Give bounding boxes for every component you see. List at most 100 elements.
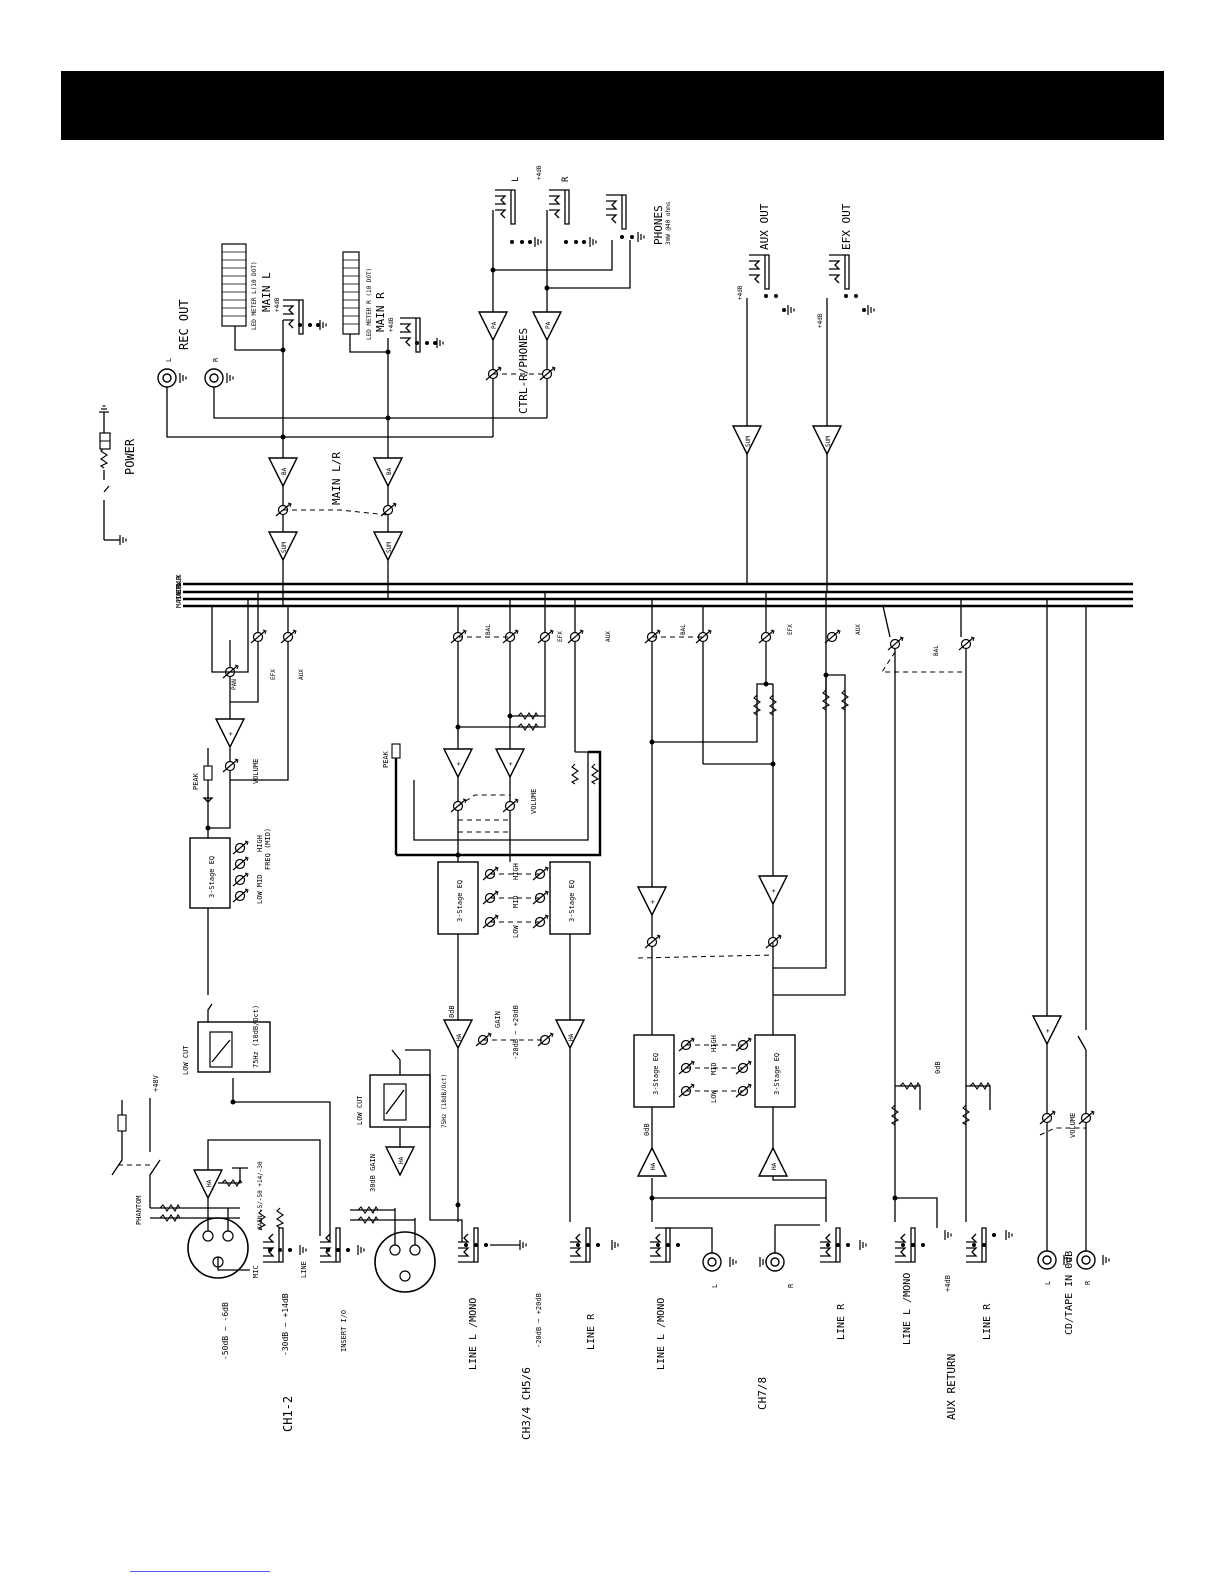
eq-low-ch78: LOW (710, 1090, 718, 1103)
ctrl-label: CTRL-R/PHONES (517, 328, 530, 414)
led-meter-l-label: LED METER L(10 DOT) (251, 261, 258, 330)
footer-link-underline (130, 1571, 270, 1572)
ha-label-ch34: HA (456, 1033, 463, 1041)
bus-lines (183, 582, 1133, 608)
sum-label-efx: SUM (825, 436, 832, 447)
main-r-level: +4dB (388, 317, 395, 332)
bal-label-ch3456: BAL (485, 624, 492, 635)
line-l-label-ch78: LINE L /MONO (656, 1298, 667, 1370)
aux-out-label: AUX OUT (758, 203, 771, 250)
cd-tape-label: CD/TAPE IN 0dB (1064, 1251, 1075, 1335)
aux-label-ch3456: AUX (605, 631, 612, 642)
efx-label-ch12: EFX (270, 669, 277, 680)
efx-label-ch78: EFX (787, 624, 794, 635)
line-label-ch12: LINE (300, 1261, 308, 1278)
main-lr-label: MAIN L/R (330, 452, 343, 505)
ha-label-ch3456-mic: HA (398, 1156, 405, 1164)
gain30-label: 30dB GAIN (369, 1154, 377, 1192)
sum-label: SUM (281, 542, 288, 553)
sum-label-r: SUM (386, 542, 393, 553)
aux-label-ch12: AUX (298, 669, 305, 680)
filter-label-ch3456: 75Hz (18dB/Oct) (441, 1074, 448, 1128)
main-r-label: MAIN R (374, 292, 387, 332)
rec-out-r: R (212, 357, 220, 362)
eq-ch7 (633, 1034, 675, 1108)
eq-ch56 (549, 861, 591, 935)
eq-high-ch12: HIGH (256, 835, 264, 852)
power-label: POWER (123, 438, 137, 475)
eq-low-ch3456: LOW (512, 925, 520, 938)
aux-return-strip: 0dB BAL +4dB LINE L /MONO LINE R AUX RET… (881, 599, 1013, 1420)
main-l-level: +4dB (274, 297, 281, 312)
ba-label-r: BA (386, 467, 393, 475)
line-r-label-ch78: LINE R (836, 1303, 847, 1340)
eq-high-ch3456: HIGH (512, 863, 520, 880)
ch1-2-strip: PHANTOM +48V HA GAIN -5/-50 +14/-30 MIC … (111, 592, 365, 1432)
bus-label-main-l: MAIN L (175, 583, 183, 608)
pan-label-ch12: PAN (231, 679, 238, 690)
range-label-ch3456: -20dB ~ +20dB (535, 1293, 543, 1348)
gain-label-ch3456: GAIN (494, 1011, 502, 1028)
eq-label-ch56: 3-Stage EQ (568, 880, 576, 922)
cd-r-label: R (1084, 1280, 1092, 1285)
efx-out-label: EFX OUT (840, 203, 853, 250)
cd-l-label: L (1044, 1281, 1052, 1285)
volume-label-ch3456: VOLUME (530, 789, 538, 814)
gain-range-ch3456: -20dB ~ +20dB (512, 1005, 520, 1060)
plus-label-ch34: + (455, 762, 463, 766)
eq-label-ch7: 3-Stage EQ (652, 1053, 660, 1095)
pa-label-r: PA (545, 321, 552, 329)
phones-spec: 3mW @40 ohms (665, 201, 672, 245)
level-label-aux-ret: +4dB (944, 1275, 952, 1292)
line-l-label-aux-ret: LINE L /MONO (902, 1273, 913, 1345)
ha-label-ch7: HA (650, 1162, 657, 1170)
eq-label-ch8: 3-Stage EQ (773, 1053, 781, 1095)
phones-label: PHONES (652, 205, 665, 245)
power-section: POWER (98, 405, 137, 546)
bus-label-main-r: MAIN R (175, 575, 183, 601)
pa-label-l: PA (491, 321, 498, 329)
eq-ch8 (754, 1034, 796, 1108)
aux-out-level: +4dB (737, 285, 744, 300)
mic-label: MIC (252, 1265, 260, 1278)
insert-label-ch12: INSERT I/O (340, 1310, 348, 1352)
odb-label-aux-ret: 0dB (934, 1061, 942, 1074)
bus-labels: AUX EFX MAIN R MAIN L (175, 574, 183, 608)
ch3456-strip: HA 30dB GAIN LOW CUT 75Hz (18dB/Oct) HA … (350, 592, 619, 1440)
eq-label-ch12: 3-Stage EQ (208, 856, 216, 898)
eq-ch12 (189, 837, 231, 909)
eq-mid-ch78: MID (710, 1062, 718, 1075)
aux-return-label: AUX RETURN (945, 1354, 958, 1420)
low-cut-label-ch3456: LOW CUT (356, 1095, 364, 1125)
eq-ch34 (437, 861, 479, 935)
plus-label-ch12: + (227, 732, 235, 736)
led-meter-l (221, 243, 247, 327)
ch78-l-rca: L (711, 1284, 719, 1288)
ha-label-ch56: HA (568, 1033, 575, 1041)
eq-mid-ch3456: MID (512, 895, 520, 908)
ha-label-ch12: HA (206, 1179, 213, 1187)
main-l-label: MAIN L (260, 272, 273, 312)
ch78-strip: L R HA 0dB HA 3-Stage EQ 3-Stage EQ LOW … (633, 592, 867, 1410)
eq-freq-ch12: FREQ (MID) (264, 828, 272, 870)
gain-label-ch12: GAIN -5/-50 +14/-30 (257, 1161, 264, 1230)
bal-label-aux-ret: BAL (933, 645, 940, 656)
led-meter-r (342, 251, 360, 335)
cd-volume-label: VOLUME (1069, 1113, 1077, 1138)
phones-r: R (561, 176, 571, 182)
eq-low-mid-ch12: LOW MID (256, 874, 264, 904)
ch3456-label: CH3/4 CH5/6 (520, 1367, 533, 1440)
line-r-label-aux-ret: LINE R (982, 1303, 993, 1340)
peak-label-ch3456: PEAK (382, 750, 390, 768)
ch78-label: CH7/8 (756, 1377, 769, 1410)
ch12-label: CH1-2 (281, 1396, 295, 1432)
eq-label-ch34: 3-Stage EQ (456, 880, 464, 922)
plus-label-ch7: + (649, 900, 657, 904)
line-r-label-ch3456: LINE R (586, 1313, 597, 1350)
peak-label-ch12: PEAK (192, 772, 200, 790)
plus-label-cd: + (1044, 1029, 1052, 1033)
bus-label-aux: AUX (175, 574, 183, 587)
odb-label-ch78: 0dB (643, 1123, 651, 1136)
plus-label-ch8: + (770, 889, 778, 893)
